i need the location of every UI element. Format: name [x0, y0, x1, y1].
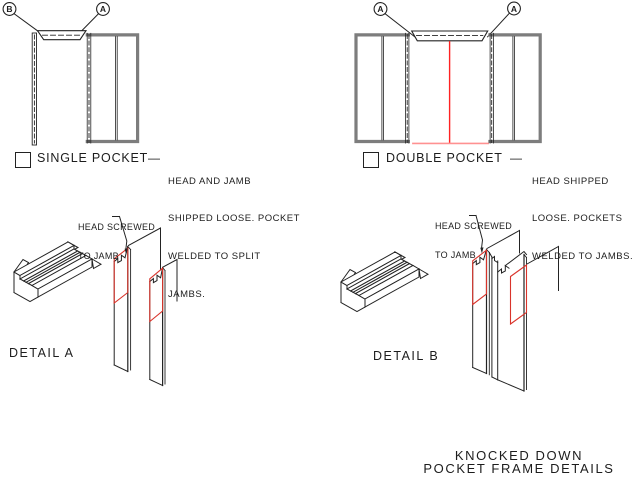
pocket-panel-left	[354, 33, 410, 144]
wall-sheet-line	[162, 258, 178, 302]
separator-dash: —	[510, 151, 522, 165]
weld-area-box	[113, 247, 129, 305]
single-pocket-elevation	[2, 2, 140, 146]
note-line: TO JAMB	[435, 250, 476, 261]
jamb-stud-front	[113, 245, 132, 373]
note-leader	[112, 215, 128, 251]
wall-sheet-line	[526, 245, 559, 291]
leader-arrowhead	[124, 248, 128, 255]
double-pocket-label: DOUBLE POCKET	[386, 151, 503, 165]
detail-a-drawing	[12, 215, 178, 387]
callout-b-circle	[2, 2, 17, 16]
split-jamb-stud-right	[496, 250, 528, 392]
head-channel-isometric	[12, 241, 103, 303]
pocket-panel-right	[488, 33, 542, 144]
leader-arrowhead	[480, 247, 484, 254]
single-pocket-checkbox[interactable]	[15, 152, 31, 168]
note-line: TO JAMB	[78, 251, 119, 262]
separator-dash: —	[148, 151, 160, 165]
sheet-title: KNOCKED DOWN POCKET FRAME DETAILS	[413, 449, 625, 476]
detail-a-label: DETAIL A	[9, 346, 75, 360]
callout-a-leader	[486, 12, 511, 38]
callout-a-leader	[384, 13, 416, 38]
note-leader	[469, 214, 484, 250]
pocket-panel	[85, 33, 140, 144]
sheet-title-line: KNOCKED DOWN	[454, 448, 584, 463]
detail-a-note: HEAD SCREWED TO JAMB	[78, 204, 155, 273]
callout-a-label: A	[99, 4, 107, 14]
single-pocket-description: HEAD AND JAMB SHIPPED LOOSE. POCKET WELD…	[168, 151, 300, 315]
note-line: HEAD SCREWED	[435, 221, 513, 232]
detail-b-drawing	[340, 214, 559, 392]
callout-a-circle	[96, 2, 110, 16]
callout-b-label: B	[6, 4, 13, 14]
detail-b-label: DETAIL B	[373, 349, 440, 363]
double-pocket-description: HEAD SHIPPED LOOSE. POCKETS WELDED TO JA…	[532, 151, 633, 277]
description-line: WELDED TO SPLIT	[168, 251, 261, 263]
sheet-title-line: POCKET FRAME DETAILS	[423, 461, 615, 477]
double-pocket-elevation	[354, 1, 542, 145]
weld-area-box	[472, 249, 488, 306]
single-pocket-label: SINGLE POCKET	[37, 151, 149, 165]
description-line: SHIPPED LOOSE. POCKET	[168, 213, 300, 225]
double-pocket-checkbox[interactable]	[363, 152, 379, 168]
callout-a-leader	[80, 12, 100, 33]
description-line: JAMBS.	[168, 289, 206, 301]
callout-a-circle	[507, 1, 521, 16]
weld-area-box	[509, 263, 528, 326]
weld-area-box	[149, 267, 164, 323]
note-line: HEAD SCREWED	[78, 222, 156, 233]
wall-sheet-line	[127, 227, 161, 271]
callout-a-label: A	[377, 4, 384, 14]
callout-a-label: A	[510, 3, 518, 14]
callout-a-circle	[373, 2, 388, 16]
description-line: HEAD SHIPPED	[532, 175, 609, 187]
wall-sheet-line	[486, 229, 520, 254]
detail-b-note: HEAD SCREWED TO JAMB	[435, 203, 512, 272]
split-jamb-stud-left	[471, 248, 490, 376]
split-jamb-web	[488, 251, 499, 381]
description-line: HEAD AND JAMB	[168, 175, 252, 187]
description-line: LOOSE. POCKETS	[532, 213, 623, 225]
jamb-stud-rear	[149, 266, 166, 387]
callout-b-leader	[13, 13, 40, 33]
description-line: WELDED TO JAMBS.	[532, 251, 634, 263]
